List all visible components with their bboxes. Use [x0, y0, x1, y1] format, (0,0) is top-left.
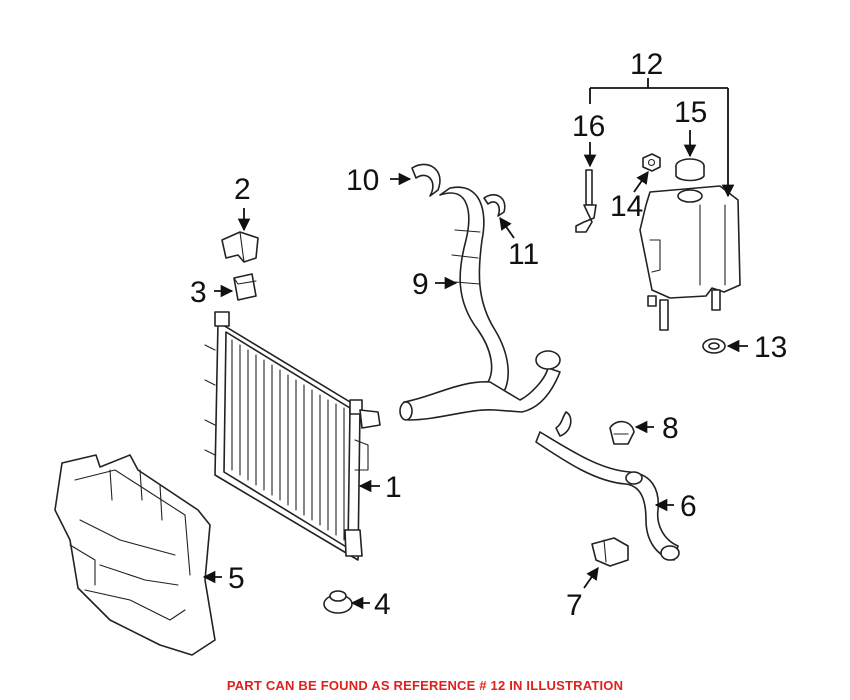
hose-clip-part [609, 420, 635, 445]
fan-shroud-part [54, 454, 216, 656]
clamp-part-10 [411, 163, 441, 197]
callout-5: 5 [228, 562, 245, 595]
grommet-part [323, 590, 353, 614]
callout-6: 6 [680, 490, 697, 523]
callout-7: 7 [566, 589, 583, 622]
bracket-part-7 [591, 537, 629, 567]
callout-13: 13 [754, 331, 787, 364]
callout-9: 9 [412, 268, 429, 301]
callout-8: 8 [662, 412, 679, 445]
callout-3: 3 [190, 276, 207, 309]
callout-15: 15 [674, 96, 707, 129]
callout-labels: 1 2 3 4 5 6 7 8 9 10 11 12 13 14 15 16 [190, 48, 787, 622]
leader-lines [202, 78, 748, 610]
sensor-part [575, 169, 597, 233]
callout-2: 2 [234, 173, 251, 206]
upper-hose-part [399, 186, 561, 421]
leader-14 [633, 170, 649, 193]
callout-16: 16 [572, 110, 605, 143]
lower-hose-part [535, 411, 680, 561]
washer-part [702, 338, 726, 354]
callout-12: 12 [630, 48, 663, 81]
reservoir-cap-part [675, 158, 705, 182]
callout-10: 10 [346, 164, 379, 197]
mount-part [233, 273, 257, 301]
nut-part [642, 153, 661, 172]
radiator-part [204, 311, 381, 561]
callout-14: 14 [610, 190, 643, 223]
reference-note: PART CAN BE FOUND AS REFERENCE # 12 IN I… [226, 678, 624, 693]
callout-1: 1 [385, 471, 402, 504]
callout-11: 11 [508, 238, 539, 271]
coolant-reservoir-part [639, 185, 741, 331]
leader-7 [583, 566, 599, 589]
leader-11 [499, 216, 515, 239]
callout-4: 4 [374, 588, 391, 621]
clamp-part-11 [483, 194, 506, 217]
bracket-part [221, 231, 259, 263]
